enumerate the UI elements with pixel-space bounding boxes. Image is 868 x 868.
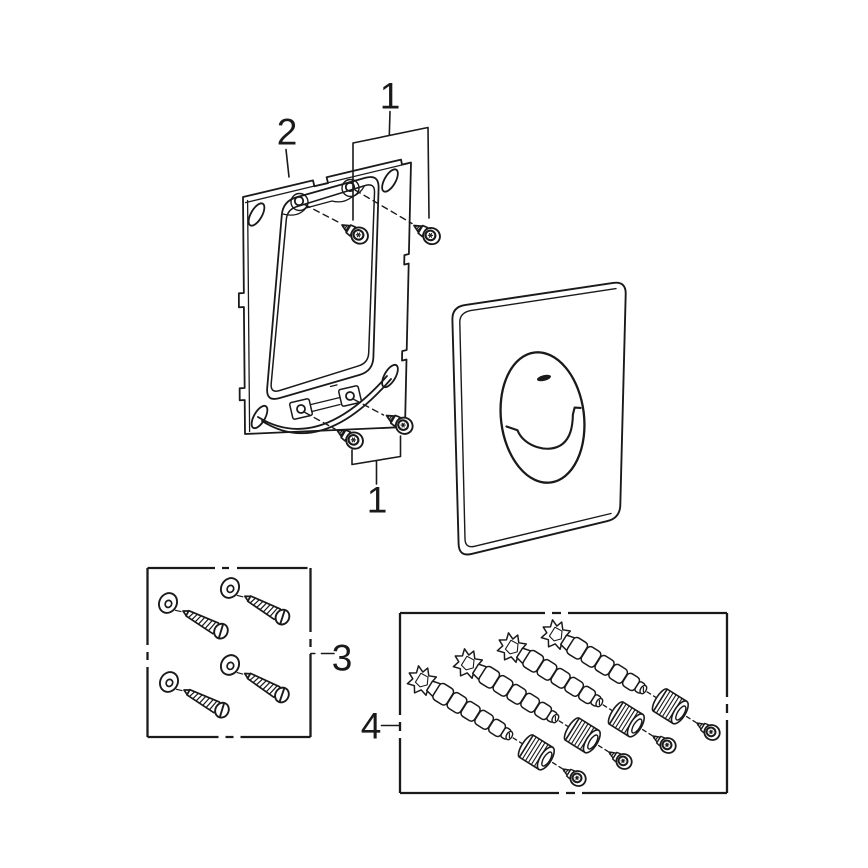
frame-outer-plate [237,158,412,435]
callout-leader-frame [285,148,290,178]
callout-bracket-bottom [351,435,402,485]
flush-plate-outline [451,281,627,556]
screw-leader-dashes [303,189,413,430]
washer-screw-3 [216,650,294,709]
washer-screw-1 [216,573,295,631]
frame-screw-holes-top [290,178,360,212]
washer-screw-4 [155,667,234,724]
callout-label-4: 4 [360,705,382,747]
brand-logo-mark [536,374,552,382]
frame-screw-holes-bottom [288,384,363,420]
mounting-screw-bottom-left [331,422,368,453]
callout-label-2: 2 [276,111,298,153]
frame-inner-contour-inner [270,184,376,392]
screw-set-box [146,566,312,739]
washer-screw-2 [154,588,233,645]
mounting-frame [237,158,413,435]
callout-label-1-bottom: 1 [366,479,388,521]
flush-button-divider [505,406,582,450]
mounting-screw-top-left [336,217,373,248]
callout-label-3: 3 [331,637,353,679]
mounting-screw-top-right [408,217,445,249]
flush-button-outline [499,351,586,484]
flush-plate-chamfer [459,287,617,548]
anchor-set-box [398,611,729,795]
callout-label-1-top: 1 [379,75,401,117]
callout-bracket-top [352,110,430,221]
frame-retaining-wires [257,375,392,435]
frame-inner-contour-outer [266,176,380,400]
mounting-screw-bottom-right [381,407,417,438]
frame-edge-thickness [244,162,409,433]
flush-plate [451,281,627,556]
